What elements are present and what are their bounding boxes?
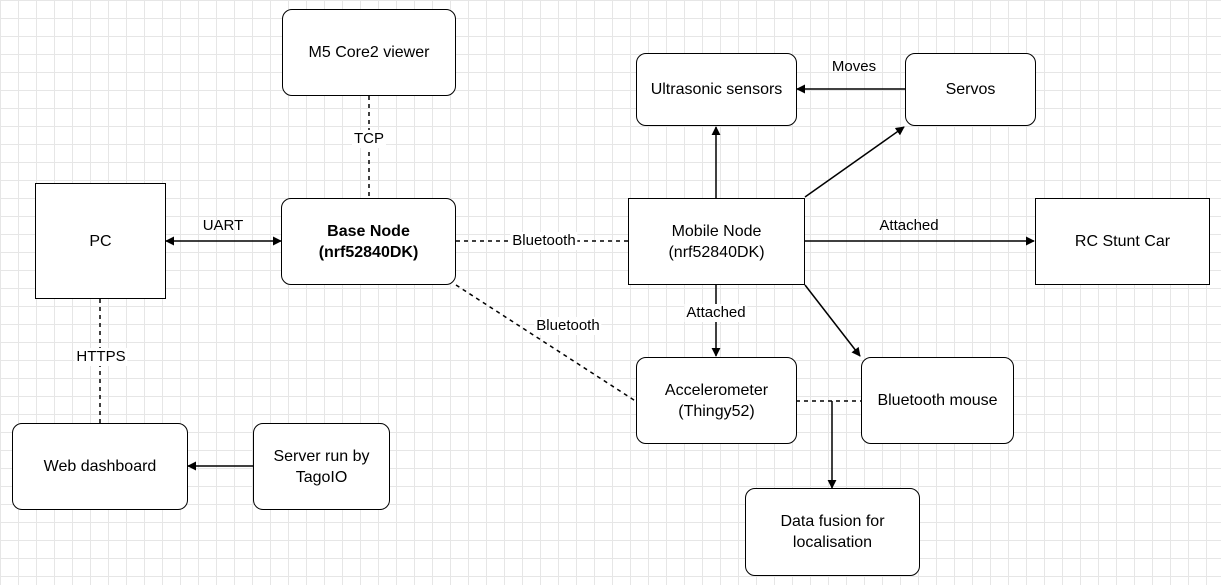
pc-node: PC bbox=[35, 183, 166, 299]
data-fusion-node: Data fusion for localisation bbox=[745, 488, 920, 576]
data-fusion-label: Data fusion for bbox=[780, 513, 885, 530]
servos-label: Servos bbox=[945, 81, 996, 98]
bluetooth-mouse-label: Bluetooth mouse bbox=[877, 392, 998, 409]
mobile-node: Mobile Node (nrf52840DK) bbox=[628, 198, 805, 285]
accelerometer-model-label: (Thingy52) bbox=[678, 402, 755, 420]
bluetooth-accelerometer-label: Bluetooth bbox=[534, 317, 602, 335]
mobile-node-label: Mobile Node bbox=[671, 222, 762, 240]
moves-label: Moves bbox=[831, 58, 877, 75]
attached-accelerometer-label: Attached bbox=[684, 304, 748, 322]
base-node-label: Base Node bbox=[327, 222, 410, 240]
bluetooth-base-accelerometer-link bbox=[455, 284, 638, 403]
rc-stunt-car-node: RC Stunt Car bbox=[1035, 198, 1210, 285]
accelerometer-node: Accelerometer (Thingy52) bbox=[636, 357, 797, 444]
rc-stunt-car-label: RC Stunt Car bbox=[1074, 233, 1171, 250]
bluetooth-mouse-node: Bluetooth mouse bbox=[861, 357, 1014, 444]
base-node: Base Node (nrf52840DK) bbox=[281, 198, 456, 285]
tagoio-server-provider-label: TagoIO bbox=[295, 468, 348, 486]
ultrasonic-sensors-label: Ultrasonic sensors bbox=[650, 81, 783, 98]
accelerometer-label: Accelerometer bbox=[664, 381, 769, 399]
tcp-label: TCP bbox=[352, 130, 386, 148]
https-label: HTTPS bbox=[74, 348, 128, 366]
ultrasonic-sensors-node: Ultrasonic sensors bbox=[636, 53, 797, 126]
attached-car-label: Attached bbox=[879, 217, 939, 234]
pc-label: PC bbox=[89, 232, 112, 250]
mobile-node-chip-label: (nrf52840DK) bbox=[668, 243, 765, 261]
m5-core2-viewer-node: M5 Core2 viewer bbox=[282, 9, 456, 96]
mobile-to-servos-arrow bbox=[804, 126, 905, 198]
mobile-to-mouse-arrow bbox=[804, 284, 861, 357]
base-node-chip-label: (nrf52840DK) bbox=[318, 243, 419, 261]
web-dashboard-label: Web dashboard bbox=[43, 458, 157, 475]
servos-node: Servos bbox=[905, 53, 1036, 126]
bluetooth-mobile-label: Bluetooth bbox=[510, 232, 578, 250]
m5-core2-viewer-label: M5 Core2 viewer bbox=[308, 44, 430, 61]
uart-label: UART bbox=[202, 217, 244, 234]
web-dashboard-node: Web dashboard bbox=[12, 423, 188, 510]
tagoio-server-node: Server run by TagoIO bbox=[253, 423, 390, 510]
data-fusion-purpose-label: localisation bbox=[792, 534, 873, 551]
tagoio-server-label: Server run by bbox=[273, 447, 370, 465]
